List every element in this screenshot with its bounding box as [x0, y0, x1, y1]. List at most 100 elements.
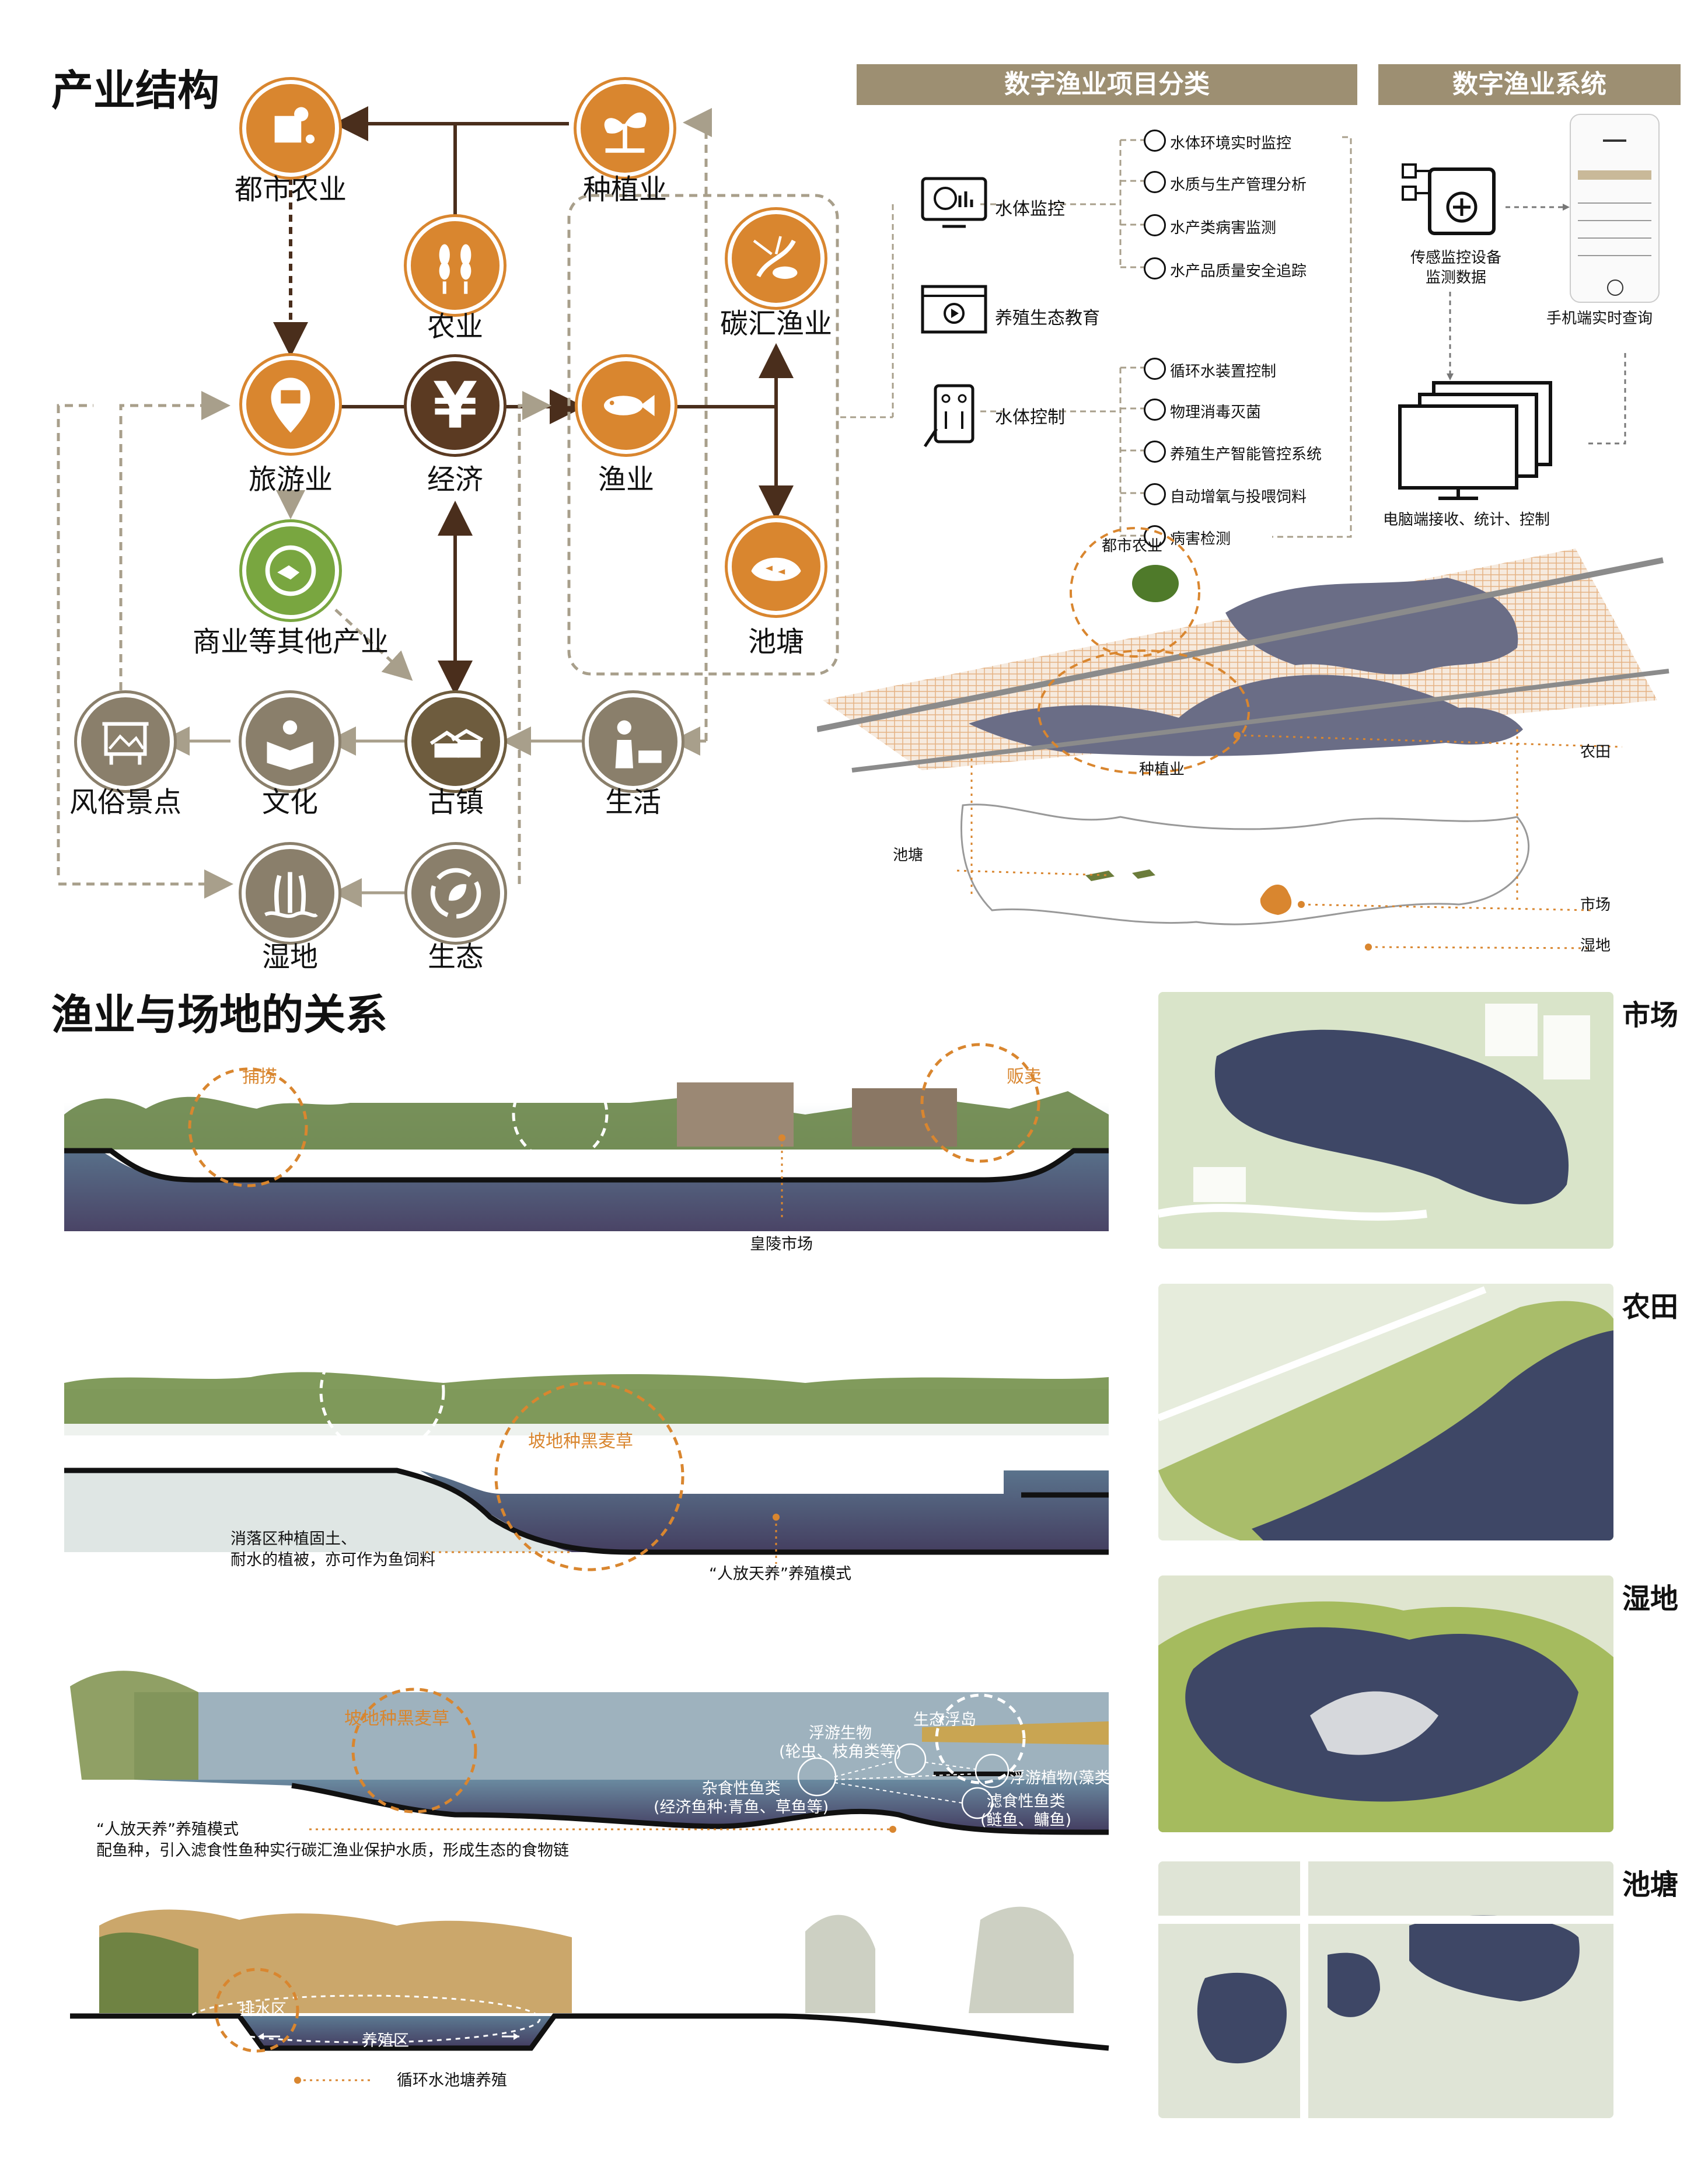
plan-market — [1158, 992, 1613, 1249]
section2-note-left: 消落区种植固土、 耐水的植被，亦可作为鱼饲料 — [230, 1530, 435, 1569]
node-wetland-label: 湿地 — [261, 941, 318, 973]
plan-title-farmland: 农田 — [1622, 1291, 1679, 1323]
disease-detect-icon — [1144, 525, 1166, 547]
system-connectors — [1447, 204, 1626, 445]
node-agriculture-label: 农业 — [427, 310, 483, 343]
control-item-4: 自动增氧与投喂饲料 — [1170, 488, 1307, 506]
map-label-farmland: 农田 — [1580, 743, 1611, 761]
node-economy-label: 经济 — [427, 463, 483, 496]
map-label-market: 市场 — [1580, 896, 1611, 914]
env-monitor-icon — [1144, 130, 1166, 152]
map-label-urban-agri: 都市农业 — [1102, 537, 1163, 555]
section4-label-breeding: 养殖区 — [362, 2032, 409, 2050]
node-ecology-label: 生态 — [427, 941, 484, 973]
node-town-icon — [407, 693, 504, 790]
section3-label-ryegrass: 坡地种黑麦草 — [344, 1709, 449, 1729]
plan-title-pond: 池塘 — [1622, 1868, 1679, 1901]
sensor-label: 传感监控设备 监测数据 — [1410, 249, 1501, 287]
section2-label-ridge: 田埂 — [350, 1357, 382, 1375]
node-fishery-icon — [578, 357, 675, 454]
section-pond-drawing — [70, 1906, 1109, 2084]
plan-wetland — [1158, 1575, 1613, 1832]
video-icon — [921, 285, 987, 334]
node-life-icon — [585, 693, 682, 790]
section-market-drawing — [64, 1043, 1109, 1231]
control-item-3: 养殖生产智能管控系统 — [1170, 446, 1322, 463]
section-farmland-drawing — [64, 1329, 1109, 1571]
control-item-1: 循环水装置控制 — [1170, 363, 1277, 380]
section2-label-ryegrass: 坡地种黑麦草 — [528, 1431, 633, 1452]
map-label-pond: 池塘 — [893, 847, 924, 864]
node-commerce-icon — [242, 522, 339, 619]
section4-note: 循环水池塘养殖 — [397, 2071, 507, 2090]
section-title-industry: 产业结构 — [51, 66, 220, 115]
section3-label-floating-island: 生态浮岛 — [913, 1711, 976, 1729]
section-wetland-drawing — [70, 1671, 1109, 1835]
section3-note: “人放天养”养殖模式 配鱼种，引入滤食性鱼种实行碳汇渔业保护水质，形成生态的食物… — [96, 1821, 569, 1860]
node-life-label: 生活 — [605, 786, 661, 819]
node-carbon-fishery-icon — [728, 210, 825, 307]
analysis-icon — [1144, 171, 1166, 193]
section1-label-angling: 垂钓 — [546, 1075, 577, 1093]
map-label-wetland: 湿地 — [1580, 937, 1611, 955]
node-customs-label: 风俗景点 — [69, 786, 181, 819]
control-panel-icon — [923, 384, 974, 448]
node-tourism-label: 旅游业 — [248, 463, 333, 496]
node-commerce-label: 商业等其他产业 — [192, 626, 389, 658]
food-chain-omnivorous: 杂食性鱼类 (经济鱼种:青鱼、草鱼等) — [654, 1780, 829, 1816]
plan-title-wetland: 湿地 — [1622, 1582, 1679, 1615]
yuan-icon: ¥ — [432, 368, 478, 443]
phone-icon — [1570, 114, 1660, 303]
node-culture-icon — [242, 693, 338, 790]
classification-connectors — [840, 136, 1352, 538]
node-economy-icon: ¥ — [407, 357, 504, 454]
food-chain-algae: 浮游植物(藻类) — [1010, 1769, 1117, 1787]
plan-title-market: 市场 — [1622, 999, 1679, 1032]
education-label: 养殖生态教育 — [995, 308, 1100, 329]
section1-label-selling: 贩卖 — [1007, 1067, 1042, 1087]
node-fishery-label: 渔业 — [598, 463, 654, 496]
water-drop-icon — [1144, 358, 1166, 380]
oxygen-feed-icon — [1144, 483, 1166, 505]
monitor-icon — [921, 177, 987, 228]
phone-label: 手机端实时查询 — [1546, 310, 1653, 327]
smart-system-icon — [1144, 441, 1166, 463]
plan-pond — [1158, 1861, 1613, 2118]
control-item-2: 物理消毒灭菌 — [1170, 404, 1262, 421]
node-pond-icon — [728, 518, 825, 615]
section4-label-drainage: 排水区 — [239, 2001, 287, 2019]
node-carbon-fishery-label: 碳汇渔业 — [719, 308, 832, 340]
sensor-device-icon — [1402, 163, 1496, 235]
food-chain-plankton: 浮游生物 (轮虫、枝角类等) — [779, 1724, 902, 1761]
computer-icon — [1398, 381, 1552, 500]
section2-note: “人放天养”养殖模式 — [709, 1565, 851, 1583]
plan-farmland — [1158, 1284, 1613, 1540]
node-pond-label: 池塘 — [748, 626, 804, 658]
computer-label: 电脑端接收、统计、控制 — [1383, 511, 1550, 529]
node-urban-agri-label: 都市农业 — [234, 173, 347, 206]
node-customs-icon — [77, 693, 174, 790]
node-culture-label: 文化 — [261, 786, 318, 819]
water-control-label: 水体控制 — [995, 407, 1065, 428]
quality-badge-icon — [1144, 257, 1166, 280]
monitor-item-2: 水质与生产管理分析 — [1170, 176, 1307, 194]
virus-icon — [1144, 214, 1166, 236]
node-town-label: 古镇 — [427, 786, 484, 819]
node-wetland-icon — [242, 845, 338, 942]
node-urban-agri-icon — [242, 80, 339, 177]
banner-classification: 数字渔业项目分类 — [857, 64, 1357, 105]
monitor-item-3: 水产类病害监测 — [1170, 219, 1277, 237]
industry-connectors — [57, 106, 839, 907]
node-planting-icon — [577, 80, 673, 177]
node-ecology-icon — [407, 845, 504, 942]
section1-label-fishing: 捕捞 — [242, 1067, 277, 1087]
node-tourism-icon — [242, 356, 339, 453]
node-planting-label: 种植业 — [582, 173, 667, 206]
banner-system: 数字渔业系统 — [1378, 64, 1681, 105]
aerial-map — [817, 527, 1669, 951]
monitor-item-1: 水体环境实时监控 — [1170, 135, 1292, 152]
food-chain-filter-feeders: 滤食性鱼类 (鲢鱼、鳙鱼) — [980, 1793, 1072, 1829]
map-label-planting: 种植业 — [1139, 761, 1185, 778]
water-monitor-label: 水体监控 — [995, 199, 1065, 219]
node-agriculture-icon — [407, 217, 504, 314]
